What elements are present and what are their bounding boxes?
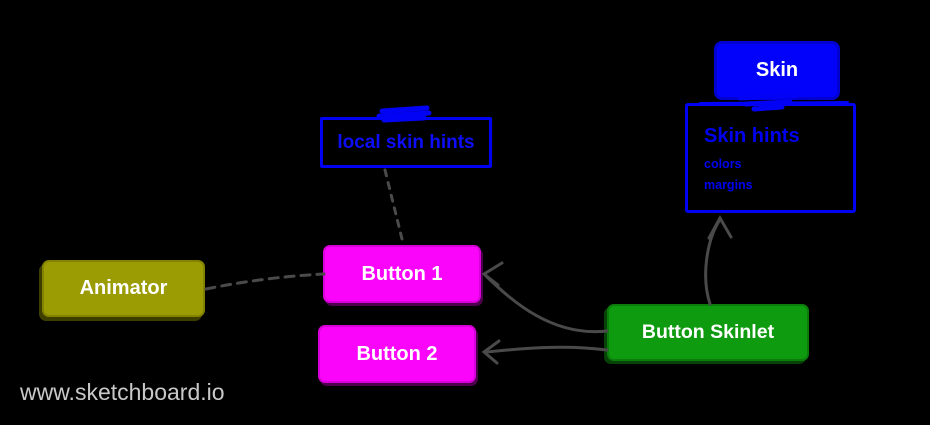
edge-animator-button1[interactable] xyxy=(204,272,326,291)
sketchboard-watermark: www.sketchboard.io xyxy=(20,379,225,405)
edge-buttonskinlet-button2[interactable] xyxy=(481,339,609,365)
node-button-2-label: Button 2 xyxy=(356,342,438,365)
node-local-skin-hints-label: local skin hints xyxy=(337,131,475,153)
skin-hints-item: colors xyxy=(704,157,742,171)
skin-hints-item: margins xyxy=(704,178,753,192)
edge-buttonskinlet-button1[interactable] xyxy=(481,261,609,334)
node-button-1-label: Button 1 xyxy=(361,262,443,285)
node-button-2[interactable]: Button 2 xyxy=(318,325,476,383)
arrowhead-button2 xyxy=(481,339,501,365)
node-animator-label: Animator xyxy=(79,277,168,299)
skin-hints-title: Skin hints xyxy=(704,125,800,147)
node-button-skinlet-label: Button Skinlet xyxy=(641,321,775,343)
skin-hints-item: ... xyxy=(704,201,715,215)
node-local-skin-hints[interactable]: local skin hints xyxy=(320,117,492,168)
arrowhead-button1 xyxy=(481,261,504,287)
node-animator[interactable]: Animator xyxy=(42,260,205,317)
edge-buttonskinlet-skinhints[interactable] xyxy=(704,214,733,306)
arrowhead-skinhints xyxy=(707,214,733,240)
connector-scribble-skin xyxy=(699,93,849,112)
node-button-skinlet[interactable]: Button Skinlet xyxy=(607,304,809,361)
connector-scribble-localskinhints xyxy=(376,105,432,123)
edge-localskinhints-button1[interactable] xyxy=(383,168,405,245)
node-button-1[interactable]: Button 1 xyxy=(323,245,481,303)
node-skin-label: Skin xyxy=(755,59,799,81)
node-skin[interactable]: Skin xyxy=(714,41,840,100)
